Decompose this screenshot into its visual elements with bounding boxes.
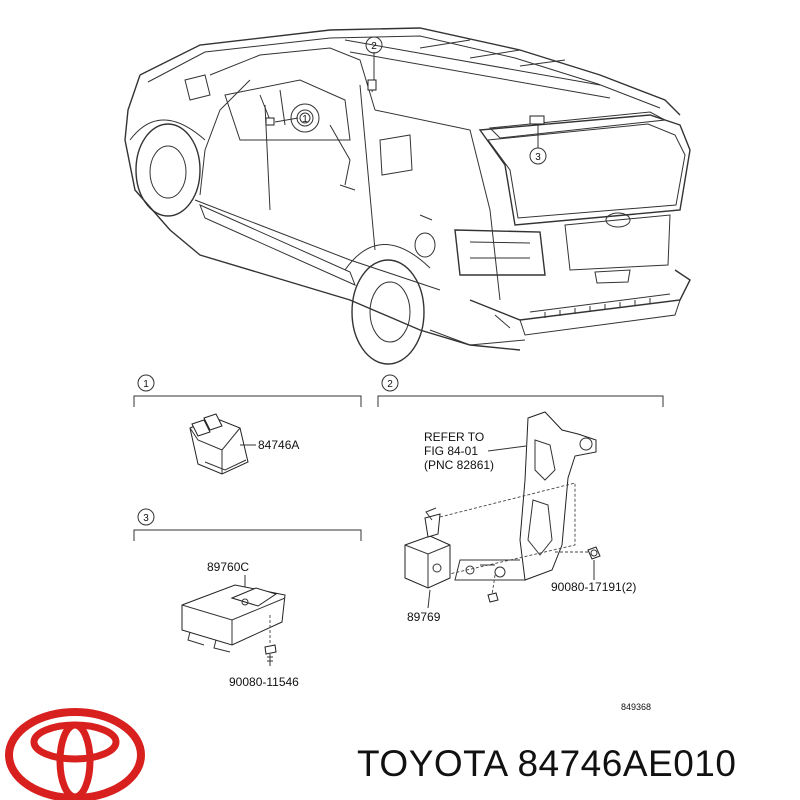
part-label-90080-11546: 90080-11546 — [229, 675, 299, 689]
diagram-code: 849368 — [621, 702, 651, 712]
section-3: 3 89760C 90080-11546 — [133, 508, 362, 689]
sensor-89769-drawing — [404, 507, 451, 589]
section-1-callout-text: 1 — [143, 379, 149, 390]
part-label-84746a: 84746A — [258, 438, 299, 452]
section-3-callout-text: 3 — [143, 513, 149, 524]
module-89760c-drawing — [181, 584, 286, 653]
refer-line-1: REFER TO — [424, 430, 484, 444]
section-1: 1 84746A — [133, 374, 362, 475]
bolt-90080-17191-drawing — [587, 546, 601, 560]
callout-2-vehicle — [365, 36, 383, 54]
part-label-89769: 89769 — [407, 610, 441, 624]
callout-3-vehicle-text: 3 — [535, 152, 541, 163]
bracket-drawing — [454, 411, 597, 581]
callout-1-vehicle — [296, 109, 314, 127]
switch-84746a-drawing — [189, 413, 249, 475]
toyota-logo — [5, 708, 145, 800]
vehicle-illustration — [124, 27, 691, 365]
vehicle-callouts: 2 1 3 — [265, 36, 547, 165]
refer-line-2: FIG 84-01 — [424, 444, 478, 458]
refer-line-3: (PNC 82861) — [424, 458, 494, 472]
section-3-callout — [137, 508, 155, 526]
section-1-callout — [137, 374, 155, 392]
section-2: 2 REFER TO FIG 84-01 (PNC 82861) — [377, 374, 664, 624]
brand-part-number: TOYOTA 84746AE010 — [357, 743, 736, 784]
part-label-90080-17191: 90080-17191(2) — [551, 580, 636, 594]
part-label-89760c: 89760C — [207, 560, 249, 574]
callout-1-vehicle-text: 1 — [302, 114, 308, 125]
section-2-callout — [381, 374, 399, 392]
callout-3-vehicle — [529, 147, 547, 165]
callout-2-vehicle-text: 2 — [371, 41, 377, 52]
screw-90080-11546-drawing — [264, 644, 277, 666]
section-2-callout-text: 2 — [387, 379, 393, 390]
